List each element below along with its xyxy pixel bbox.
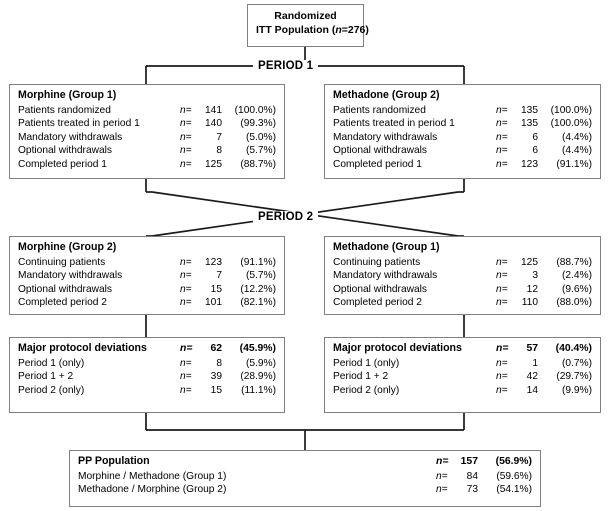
- table-row: Methadone (Group 1): [333, 241, 592, 256]
- deviations-left-table: Major protocol deviations n= 62 (45.9%) …: [18, 342, 276, 397]
- table-row: Morphine / Methadone (Group 1)n=84(59.6%…: [78, 470, 532, 482]
- period-2-label: PERIOD 2: [253, 211, 319, 223]
- pp-population-title: PP Population: [78, 455, 150, 467]
- table-row: Period 1 (only)n=8(5.9%): [18, 357, 276, 369]
- group-title: Methadone (Group 1): [333, 241, 440, 253]
- table-row: PP Population n= 157 (56.9%): [78, 455, 532, 470]
- group-title: Methadone (Group 2): [333, 89, 440, 101]
- box-randomized-itt: Randomized ITT Population (n=276): [247, 4, 369, 47]
- box-deviations-left: Major protocol deviations n= 62 (45.9%) …: [9, 337, 285, 413]
- table-row: Period 1 (only)n=1(0.7%): [333, 357, 592, 369]
- group-title: Morphine (Group 1): [18, 89, 117, 101]
- deviations-right-table: Major protocol deviations n= 57 (40.4%) …: [333, 342, 592, 397]
- group-title: Morphine (Group 2): [18, 241, 117, 253]
- table-row: Period 2 (only)n=14(9.9%): [333, 384, 592, 396]
- period-1-label: PERIOD 1: [253, 60, 319, 72]
- randomized-population: ITT Population (n=276): [256, 23, 369, 36]
- table-row: Period 2 (only)n=15(11.1%): [18, 384, 276, 396]
- box-pp-population: PP Population n= 157 (56.9%) Morphine / …: [69, 450, 541, 507]
- table-row: Methadone / Morphine (Group 2)n=73(54.1%…: [78, 484, 532, 496]
- table-row: Major protocol deviations n= 62 (45.9%): [18, 342, 276, 357]
- table-row: Methadone (Group 2): [333, 89, 592, 104]
- box-deviations-right: Major protocol deviations n= 57 (40.4%) …: [324, 337, 601, 413]
- randomized-title: Randomized: [274, 10, 337, 22]
- pp-population-table: PP Population n= 157 (56.9%) Morphine / …: [78, 455, 532, 497]
- deviations-title: Major protocol deviations: [18, 342, 147, 354]
- italic-n: n: [335, 23, 342, 36]
- table-row: Morphine (Group 1): [18, 89, 276, 104]
- deviations-title: Major protocol deviations: [333, 342, 462, 354]
- table-row: Morphine (Group 2): [18, 241, 276, 256]
- table-row: Major protocol deviations n= 57 (40.4%): [333, 342, 592, 357]
